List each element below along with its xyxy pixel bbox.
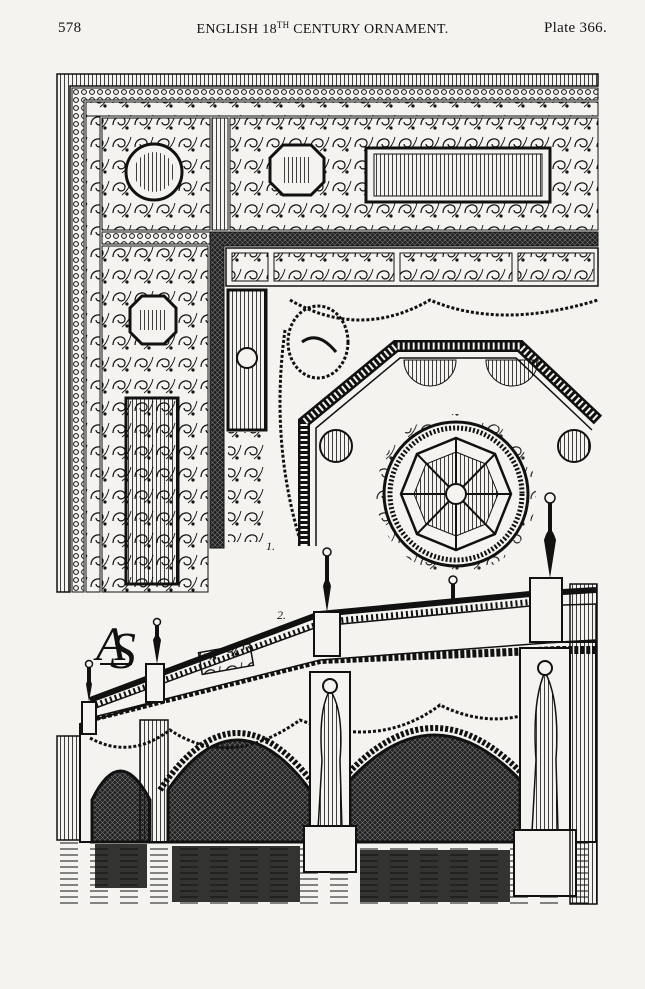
svg-text:A: A: [93, 618, 126, 671]
svg-text:S: S: [110, 623, 136, 680]
title-part-2: CENTURY ORNAMENT.: [289, 22, 449, 37]
title-part-1: ENGLISH 18: [196, 22, 277, 37]
monogram-logo: A S: [93, 618, 136, 680]
ceiling-ornament-figure: [56, 73, 603, 593]
figure-2-label: 2.: [277, 608, 286, 622]
figure-1-label: 1.: [266, 539, 275, 553]
bridge-figure: [56, 492, 598, 905]
page-title: ENGLISH 18TH CENTURY ORNAMENT.: [0, 20, 645, 38]
page-number: 578: [58, 20, 82, 36]
title-superscript: TH: [276, 20, 290, 30]
plate-number: Plate 366.: [544, 20, 607, 36]
